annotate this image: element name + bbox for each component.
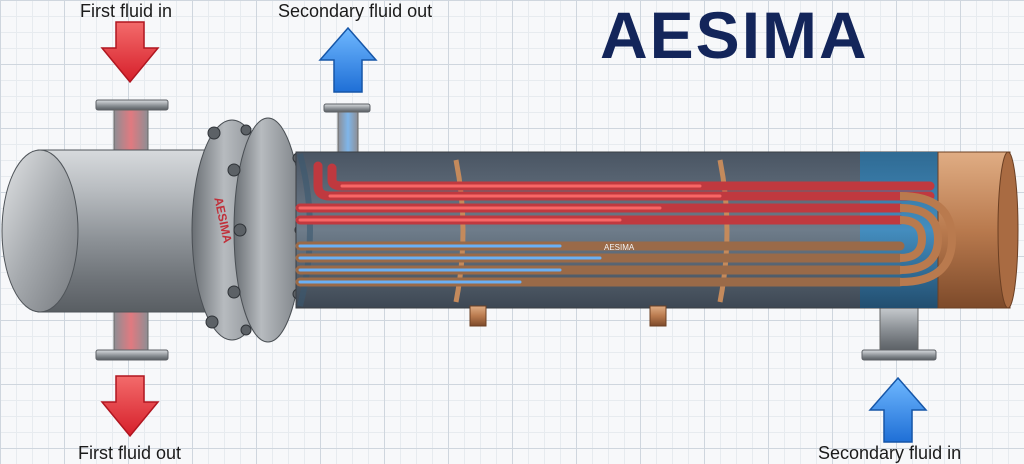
label-secondary-fluid-in: Secondary fluid in (818, 443, 962, 463)
arrow-down-red-icon (100, 375, 160, 438)
cold-tube-bundle (295, 241, 905, 287)
label-secondary-fluid-out: Secondary fluid out (278, 1, 433, 21)
hot-tube-bundle (295, 161, 935, 225)
arrow-down-red-icon (100, 21, 160, 84)
brand-logo: AESIMA (600, 0, 869, 72)
label-first-fluid-in: First fluid in (80, 1, 173, 21)
label-first-fluid-out: First fluid out (78, 443, 182, 463)
drain-stubs (469, 305, 667, 327)
arrow-up-blue-icon (868, 376, 928, 443)
flange-assembly (191, 117, 306, 343)
arrow-up-blue-icon (318, 26, 378, 93)
u-bends (899, 192, 957, 286)
secondary-inlet-nozzle (861, 299, 937, 361)
secondary-outlet-nozzle (323, 103, 371, 157)
tube-brand-mark: AESIMA (604, 243, 635, 252)
